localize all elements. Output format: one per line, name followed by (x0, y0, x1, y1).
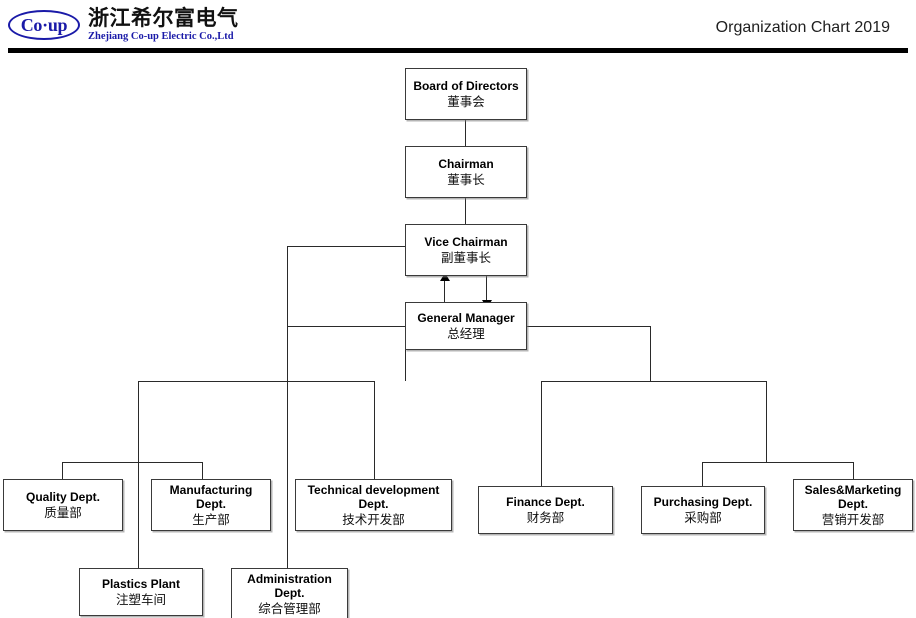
arrow-up-to-vice-chairman (440, 273, 450, 281)
node-label-en: Quality Dept. (25, 489, 100, 504)
drop-to-plastics-plant (138, 462, 140, 568)
node-label-cn: 生产部 (192, 512, 230, 528)
node-administration-dept[interactable]: Administration Dept. 综合管理部 (231, 568, 348, 618)
org-chart-canvas: Board of Directors 董事会 Chairman 董事长 Vice… (0, 50, 916, 618)
company-name-block: 浙江希尔富电气 Zhejiang Co-up Electric Co.,Ltd (88, 5, 239, 43)
company-name-cn: 浙江希尔富电气 (88, 5, 239, 30)
node-label-cn: 质量部 (44, 505, 82, 521)
drop-to-sales-marketing-dept (853, 462, 855, 479)
drop-left-bus-to-subbus (138, 381, 140, 462)
node-purchasing-dept[interactable]: Purchasing Dept. 采购部 (641, 486, 765, 534)
node-label-cn: 技术开发部 (342, 512, 405, 528)
purchasing-sales-subbus (702, 462, 853, 464)
connector-vice-to-gm-shaft (486, 276, 488, 301)
node-label-cn: 副董事长 (440, 250, 491, 266)
node-technical-development-dept[interactable]: Technical development Dept. 技术开发部 (295, 479, 452, 531)
drop-to-purchasing-dept (702, 462, 704, 486)
node-label-cn: 采购部 (684, 510, 722, 526)
node-label-cn: 财务部 (526, 510, 565, 526)
node-plastics-plant[interactable]: Plastics Plant 注塑车间 (79, 568, 203, 616)
company-name-en: Zhejiang Co-up Electric Co.,Ltd (88, 30, 234, 42)
right-branch-bus (541, 381, 767, 383)
connector-vice-left-out (287, 246, 406, 248)
node-label-en: Purchasing Dept. (653, 494, 753, 509)
connector-gm-to-vice-shaft (444, 280, 446, 305)
node-label-en: Board of Directors (413, 78, 519, 93)
drop-to-finance-dept (541, 381, 543, 486)
connector-gm-left-drop (405, 326, 407, 381)
connector-board-to-chairman (465, 120, 467, 148)
logo-mark-text: Co·up (20, 15, 68, 35)
coup-oval-logo-icon: Co·up (8, 10, 80, 40)
page-title: Organization Chart 2019 (715, 19, 890, 36)
node-label-en: Finance Dept. (506, 494, 585, 509)
left-branch-bus (138, 381, 375, 383)
node-label-cn: 总经理 (447, 326, 485, 342)
drop-right-bus-to-subbus (766, 381, 768, 462)
connector-gm-right-drop (650, 326, 652, 381)
node-label-cn: 营销开发部 (821, 512, 885, 528)
connector-gm-right-out (527, 326, 651, 328)
connector-chairman-to-vice (465, 198, 467, 226)
drop-to-technical-development (374, 381, 376, 479)
node-vice-chairman[interactable]: Vice Chairman 副董事长 (405, 224, 527, 276)
node-label-cn: 综合管理部 (258, 601, 321, 617)
header-divider (8, 48, 908, 53)
company-logo: Co·up 浙江希尔富电气 Zhejiang Co-up Electric Co… (8, 3, 260, 47)
node-label-en: General Manager (417, 310, 515, 325)
node-quality-dept[interactable]: Quality Dept. 质量部 (3, 479, 123, 531)
node-finance-dept[interactable]: Finance Dept. 财务部 (478, 486, 613, 534)
node-label-en: Manufacturing Dept. (169, 482, 253, 511)
node-label-cn: 注塑车间 (115, 592, 166, 608)
node-manufacturing-dept[interactable]: Manufacturing Dept. 生产部 (151, 479, 271, 531)
node-sales-marketing-dept[interactable]: Sales&Marketing Dept. 营销开发部 (793, 479, 913, 531)
node-label-cn: 董事会 (447, 94, 485, 110)
node-chairman[interactable]: Chairman 董事长 (405, 146, 527, 198)
node-label-en: Technical development Dept. (307, 482, 440, 511)
node-board-of-directors[interactable]: Board of Directors 董事会 (405, 68, 527, 120)
node-label-en: Sales&Marketing Dept. (804, 482, 902, 511)
node-label-en: Vice Chairman (424, 234, 508, 249)
drop-to-manufacturing-dept (202, 462, 204, 479)
node-general-manager[interactable]: General Manager 总经理 (405, 302, 527, 350)
quality-manufacturing-subbus (62, 462, 203, 464)
node-label-en: Chairman (438, 156, 494, 171)
page-header: Co·up 浙江希尔富电气 Zhejiang Co-up Electric Co… (0, 0, 916, 53)
drop-to-quality-dept (62, 462, 64, 479)
connector-gm-left-out (287, 326, 406, 328)
node-label-cn: 董事长 (447, 172, 485, 188)
node-label-en: Plastics Plant (101, 576, 181, 591)
node-label-en: Administration Dept. (247, 571, 332, 600)
connector-vice-to-administration (287, 246, 289, 568)
